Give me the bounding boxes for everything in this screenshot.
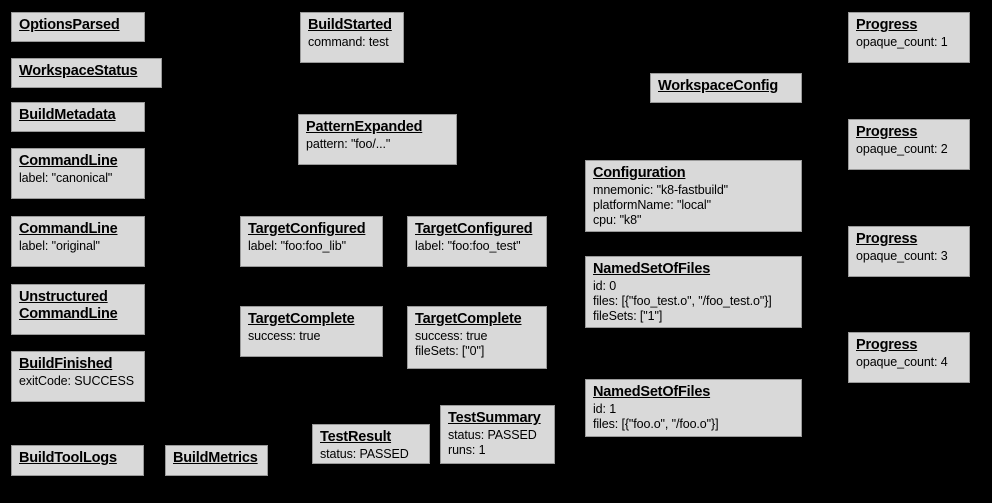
event-node-target-complete-foo-lib[interactable]: TargetComplete success: true: [240, 306, 383, 357]
event-node-title: BuildStarted: [308, 17, 392, 33]
event-node-field: exitCode: SUCCESS: [19, 374, 135, 389]
event-node-title: TestResult: [320, 429, 392, 445]
event-node-fields: pattern: "foo/...": [306, 137, 449, 152]
event-node-fields: command: test: [308, 35, 396, 50]
event-node-field: files: [{"foo.o", "/foo.o"}]: [593, 416, 719, 431]
event-node-title: TargetConfigured: [248, 221, 366, 237]
event-node-target-configured-foo-test[interactable]: TargetConfigured label: "foo:foo_test": [407, 216, 547, 267]
event-node-fields: label: "canonical": [19, 171, 137, 186]
event-node-target-configured-foo-lib[interactable]: TargetConfigured label: "foo:foo_lib": [240, 216, 383, 267]
event-node-field: opaque_count: 4: [856, 355, 948, 370]
event-node-fields: opaque_count: 1: [856, 35, 962, 50]
event-node-field: id: 0: [593, 279, 617, 294]
event-node-field: label: "foo:foo_lib": [248, 239, 346, 254]
event-node-fields: status: PASSED: [320, 447, 422, 462]
event-node-field: opaque_count: 2: [856, 142, 948, 157]
event-node-field: pattern: "foo/...": [306, 137, 391, 152]
event-node-title: BuildFinished: [19, 356, 113, 372]
event-node-fields: opaque_count: 4: [856, 355, 962, 370]
event-node-fields: opaque_count: 3: [856, 249, 962, 264]
event-node-pattern-expanded[interactable]: PatternExpanded pattern: "foo/...": [298, 114, 457, 165]
event-node-title: BuildMetadata: [19, 107, 116, 123]
event-node-options-parsed[interactable]: OptionsParsed: [11, 12, 145, 42]
event-node-field: opaque_count: 3: [856, 249, 948, 264]
event-node-test-result[interactable]: TestResult status: PASSED: [312, 424, 430, 464]
event-node-build-metrics[interactable]: BuildMetrics: [165, 445, 268, 476]
event-node-title: CommandLine: [19, 153, 118, 169]
event-node-field: status: PASSED: [448, 428, 537, 443]
event-node-title: WorkspaceConfig: [658, 78, 779, 94]
event-node-field: files: [{"foo_test.o", "/foo_test.o"}]: [593, 293, 772, 308]
event-node-field: command: test: [308, 35, 389, 50]
event-node-title: NamedSetOfFiles: [593, 384, 711, 400]
event-node-fields: opaque_count: 2: [856, 142, 962, 157]
event-node-field: success: true: [248, 329, 321, 344]
event-node-field: mnemonic: "k8-fastbuild": [593, 183, 729, 198]
event-node-field: opaque_count: 1: [856, 35, 948, 50]
event-node-field: id: 1: [593, 402, 617, 417]
event-node-build-metadata[interactable]: BuildMetadata: [11, 102, 145, 132]
event-node-title: TargetComplete: [415, 311, 522, 327]
event-node-title: Progress: [856, 231, 918, 247]
event-node-title: Progress: [856, 337, 918, 353]
event-node-fields: exitCode: SUCCESS: [19, 374, 137, 389]
event-node-field: cpu: "k8": [593, 212, 642, 227]
event-node-title: TestSummary: [448, 410, 541, 426]
event-node-field: fileSets: ["0"]: [415, 343, 485, 358]
event-node-title: BuildToolLogs: [19, 450, 117, 466]
event-node-title: TargetConfigured: [415, 221, 533, 237]
event-node-field: label: "canonical": [19, 171, 113, 186]
event-node-title: BuildMetrics: [173, 450, 258, 466]
event-node-fields: label: "foo:foo_lib": [248, 239, 375, 254]
event-node-title: PatternExpanded: [306, 119, 423, 135]
event-node-fields: label: "foo:foo_test": [415, 239, 539, 254]
event-node-title: CommandLine: [19, 221, 118, 237]
event-node-fields: success: true: [248, 329, 375, 344]
event-node-workspace-status[interactable]: WorkspaceStatus: [11, 58, 162, 88]
event-node-field: label: "foo:foo_test": [415, 239, 521, 254]
event-node-title: Progress: [856, 124, 918, 140]
event-node-title: TargetComplete: [248, 311, 355, 327]
event-node-progress-3[interactable]: Progress opaque_count: 3: [848, 226, 970, 277]
event-node-build-finished[interactable]: BuildFinished exitCode: SUCCESS: [11, 351, 145, 402]
event-node-title: WorkspaceStatus: [19, 63, 138, 79]
event-node-fields: label: "original": [19, 239, 137, 254]
event-node-field: fileSets: ["1"]: [593, 308, 663, 323]
event-node-field: label: "original": [19, 239, 100, 254]
event-node-command-line-canonical[interactable]: CommandLine label: "canonical": [11, 148, 145, 199]
event-node-field: success: true: [415, 329, 488, 344]
event-node-fields: mnemonic: "k8-fastbuild"platformName: "l…: [593, 183, 794, 227]
event-node-progress-1[interactable]: Progress opaque_count: 1: [848, 12, 970, 63]
event-node-progress-4[interactable]: Progress opaque_count: 4: [848, 332, 970, 383]
event-node-title: Unstructured CommandLine: [19, 289, 118, 323]
event-node-field: platformName: "local": [593, 197, 711, 212]
event-node-title: OptionsParsed: [19, 17, 120, 33]
event-node-title: Progress: [856, 17, 918, 33]
event-node-field: runs: 1: [448, 442, 486, 457]
event-node-unstructured-command-line[interactable]: Unstructured CommandLine: [11, 284, 145, 335]
event-node-build-started[interactable]: BuildStarted command: test: [300, 12, 404, 63]
event-node-title: NamedSetOfFiles: [593, 261, 711, 277]
event-node-progress-2[interactable]: Progress opaque_count: 2: [848, 119, 970, 170]
event-node-configuration[interactable]: Configuration mnemonic: "k8-fastbuild"pla…: [585, 160, 802, 232]
event-node-build-tool-logs[interactable]: BuildToolLogs: [11, 445, 144, 476]
event-node-command-line-original[interactable]: CommandLine label: "original": [11, 216, 145, 267]
event-node-field: status: PASSED: [320, 447, 409, 462]
event-node-workspace-config[interactable]: WorkspaceConfig: [650, 73, 802, 103]
event-node-title: Configuration: [593, 165, 686, 181]
